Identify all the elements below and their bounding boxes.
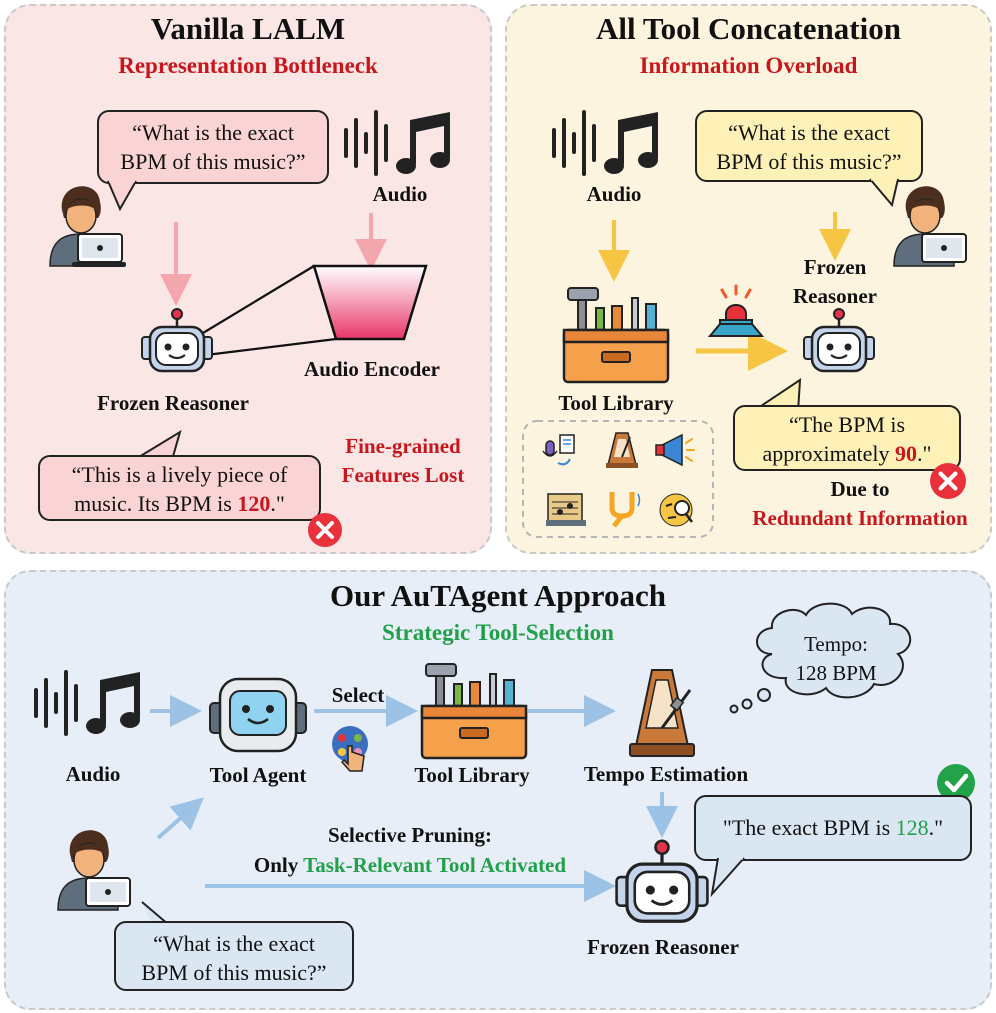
sheet-music-icon [546, 493, 586, 526]
ours-answer-tail [710, 856, 745, 898]
ours-waveform-icon [34, 670, 140, 736]
vanilla-question-bubble: “What is the exact BPM of this music?” [97, 110, 329, 184]
tool-agent-label: Tool Agent [209, 763, 307, 787]
alert-icon [707, 284, 765, 337]
concat-answer-bubble: “The BPM is approximately 90." [733, 405, 961, 471]
concat-reasoner-label: Frozen Reasoner [793, 255, 877, 308]
ours-toolbox-icon [420, 663, 528, 760]
ours-reasoner-label: Frozen Reasoner [587, 935, 739, 959]
concat-subtitle: Information Overload [639, 53, 858, 78]
tempo-estimation-label: Tempo Estimation [583, 762, 749, 786]
vanilla-answer-line2: music. Its BPM is 120." [74, 491, 285, 516]
metronome-icon [629, 669, 695, 757]
ours-audio-label: Audio [65, 762, 121, 786]
concat-error-icon [930, 463, 966, 499]
vanilla-answer-line1: “This is a lively piece of [71, 462, 288, 487]
concat-waveform-icon [552, 110, 658, 176]
due-to-label: Due to Redundant Information [752, 477, 968, 530]
tool-agent-icon [209, 677, 307, 753]
metronome-small-icon [606, 432, 638, 468]
audio-encoder-label: Audio Encoder [304, 357, 440, 381]
check-icon [937, 764, 975, 802]
megaphone-icon [655, 433, 695, 467]
vanilla-reasoner-label: Frozen Reasoner [97, 391, 249, 415]
concat-robot-icon [803, 308, 875, 373]
thought-cloud [729, 602, 912, 714]
vanilla-answer-tail [133, 429, 182, 461]
select-hand-icon [332, 726, 368, 772]
vanilla-robot-icon [141, 308, 213, 373]
vanilla-answer-value: 120 [237, 491, 271, 516]
tool-set-box [522, 420, 714, 538]
toolbox-icon [562, 287, 670, 384]
vanilla-answer-bubble: “This is a lively piece of music. Its BP… [38, 455, 321, 521]
concat-question-bubble: “What is the exact BPM of this music?” [695, 110, 923, 182]
vanilla-audio-label: Audio [372, 182, 428, 206]
ours-title: Our AuTAgent Approach [330, 578, 666, 613]
vanilla-question-line2: BPM of this music?” [120, 149, 306, 174]
concat-answer-tail [751, 378, 802, 413]
concat-user-icon [893, 186, 967, 267]
ours-library-label: Tool Library [414, 763, 530, 787]
ours-question-bubble: “What is the exact BPM of this music?” [114, 921, 354, 991]
concat-title: All Tool Concatenation [596, 11, 901, 46]
ours-user-icon [57, 830, 131, 911]
detective-icon [659, 493, 693, 527]
music-note-icon [396, 112, 450, 174]
selective-pruning-label: Selective Pruning: Only Task-Relevant To… [253, 823, 567, 877]
waveform-icon [344, 110, 450, 176]
ours-answer-bubble: "The exact BPM is 128." [694, 795, 972, 861]
audio-encoder-shape [312, 264, 428, 341]
tuning-fork-icon [609, 492, 641, 528]
concat-question-tail [869, 177, 899, 208]
vanilla-question-line1: “What is the exact [132, 120, 294, 145]
thought-text: Tempo: 128 BPM [795, 632, 877, 685]
vanilla-question-tail [107, 179, 137, 212]
ours-subtitle: Strategic Tool-Selection [382, 620, 614, 645]
select-label: Select [331, 683, 385, 707]
speech-to-text-icon [542, 434, 575, 466]
arrow-user-to-agent [156, 797, 204, 840]
concat-audio-label: Audio [586, 182, 642, 206]
vanilla-subtitle: Representation Bottleneck [118, 53, 378, 78]
concat-library-label: Tool Library [558, 391, 674, 415]
ours-answer-value: 128 [895, 815, 929, 840]
ours-robot-icon [615, 839, 709, 923]
user-laptop-icon [49, 186, 126, 267]
vanilla-title: Vanilla LALM [150, 11, 346, 46]
error-icon [308, 513, 342, 547]
concat-answer-value: 90 [895, 441, 918, 466]
features-lost-label: Fine-grained Features Lost [341, 434, 465, 487]
